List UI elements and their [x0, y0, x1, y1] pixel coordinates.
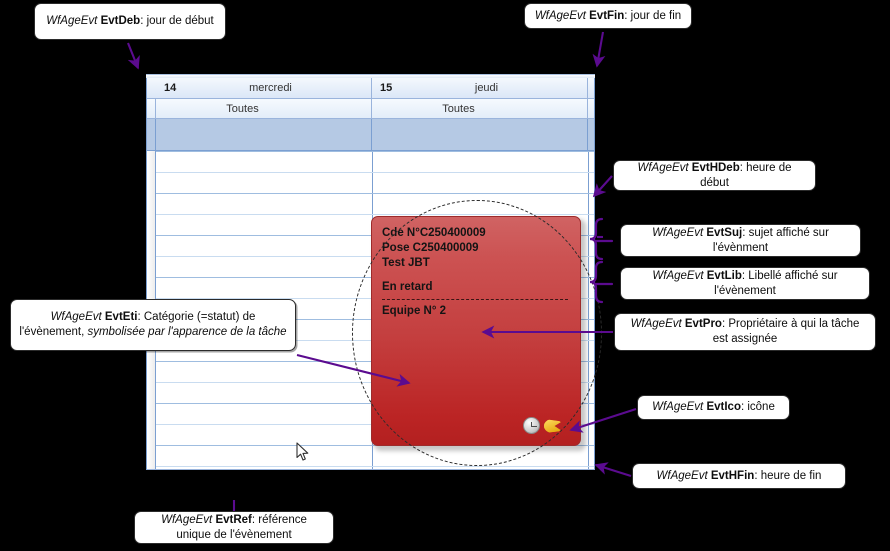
callout-prefix: WfAgeEvt	[534, 9, 590, 22]
callout-prefix: WfAgeEvt	[630, 318, 685, 330]
callout-evt-hfin: WfAgeEvt EvtHFin: heure de fin	[632, 463, 846, 489]
callout-prefix: WfAgeEvt	[656, 469, 711, 482]
callout-prefix: WfAgeEvt	[652, 401, 707, 413]
callout-evt-ico: WfAgeEvt EvtIco: icône	[637, 395, 790, 420]
resource-cell-1[interactable]: Toutes	[372, 99, 588, 118]
callout-text: : heure de fin	[754, 469, 822, 482]
callout-field: EvtHFin	[710, 469, 755, 482]
callout-evt-deb: WfAgeEvt EvtDeb: jour de début	[34, 3, 226, 40]
calendar-allday-band[interactable]	[147, 119, 594, 151]
resource-label-1: Toutes	[442, 102, 475, 115]
callout-prefix: WfAgeEvt	[652, 226, 707, 239]
callout-text: : Catégorie (=statut) de l'évènement,	[19, 311, 256, 338]
mouse-cursor-icon	[296, 442, 309, 461]
callout-text: : jour de fin	[624, 9, 682, 22]
resource-label-0: Toutes	[226, 102, 259, 115]
callout-field: EvtDeb	[100, 15, 141, 27]
grid-half-line	[156, 466, 594, 467]
resource-cell-2-partial[interactable]	[588, 99, 594, 118]
callout-field: EvtEti	[104, 311, 138, 323]
callout-field: EvtHDeb	[691, 161, 740, 174]
callout-evt-fin: WfAgeEvt EvtFin: jour de fin	[524, 3, 692, 29]
callout-field: EvtLib	[706, 269, 742, 282]
event-highlight-ellipse	[352, 200, 602, 466]
calendar-date-header-row: 14 mercredi 15 jeudi	[147, 78, 594, 99]
callout-text: : Libellé affiché sur l'évènement	[714, 269, 838, 297]
header-gutter	[147, 78, 156, 98]
grid-half-line	[156, 172, 594, 173]
day-number-1: 15	[380, 82, 393, 94]
callout-text: : Propriétaire à qui la tâche est assign…	[712, 318, 860, 345]
callout-text: : jour de début	[140, 15, 214, 27]
day-name-1: jeudi	[474, 82, 499, 94]
callout-evt-ref: WfAgeEvt EvtRef: référence unique de l'é…	[134, 511, 334, 544]
day-column-header-0[interactable]: 14 mercredi	[156, 78, 372, 98]
calendar-top-border	[146, 74, 595, 78]
callout-field: EvtFin	[589, 9, 625, 22]
day-column-header-2-partial[interactable]	[588, 78, 594, 98]
callout-emphasis: symbolisée par l'apparence de la tâche	[87, 326, 287, 338]
allday-cell-2-partial[interactable]	[588, 119, 594, 150]
grid-half-line	[156, 214, 594, 215]
callout-field: EvtSuj	[706, 226, 743, 239]
calendar-resource-header-row: Toutes Toutes	[147, 99, 594, 119]
callout-text: : heure de début	[700, 161, 792, 189]
callout-prefix: WfAgeEvt	[50, 311, 105, 323]
callout-prefix: WfAgeEvt	[637, 161, 692, 174]
day-name-0: mercredi	[249, 82, 292, 94]
resource-gutter	[147, 99, 156, 118]
callout-field: EvtRef	[215, 513, 252, 526]
callout-field: EvtPro	[684, 318, 722, 330]
callout-evt-pro: WfAgeEvt EvtPro: Propriétaire à qui la t…	[614, 313, 876, 351]
allday-cell-1[interactable]	[372, 119, 588, 150]
grid-hour-line	[156, 151, 594, 152]
callout-text: : icône	[740, 401, 775, 413]
allday-cell-0[interactable]	[156, 119, 372, 150]
callout-field: EvtIco	[706, 401, 741, 413]
callout-prefix: WfAgeEvt	[46, 15, 101, 27]
callout-evt-eti: WfAgeEvt EvtEti: Catégorie (=statut) de …	[10, 299, 296, 351]
callout-text: : sujet affiché sur l'évènment	[712, 226, 829, 254]
allday-gutter	[147, 119, 156, 150]
callout-evt-hdeb: WfAgeEvt EvtHDeb: heure de début	[613, 160, 816, 191]
day-number-0: 14	[164, 82, 177, 94]
day-column-header-1[interactable]: 15 jeudi	[372, 78, 588, 98]
callout-evt-lib: WfAgeEvt EvtLib: Libellé affiché sur l'é…	[620, 267, 870, 300]
grid-hour-line	[156, 193, 594, 194]
callout-text: : référence unique de l'évènement	[176, 513, 307, 541]
resource-cell-0[interactable]: Toutes	[156, 99, 372, 118]
callout-evt-suj: WfAgeEvt EvtSuj: sujet affiché sur l'évè…	[620, 224, 861, 257]
callout-prefix: WfAgeEvt	[652, 269, 707, 282]
callout-prefix: WfAgeEvt	[161, 513, 216, 526]
